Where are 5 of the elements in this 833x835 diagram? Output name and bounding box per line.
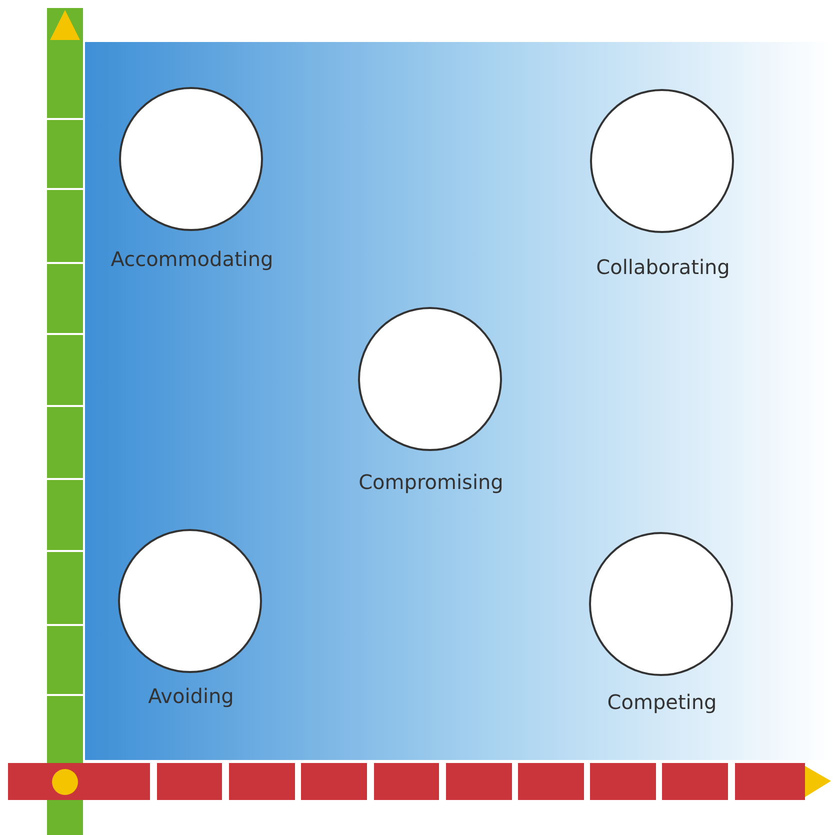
- mode-label: Accommodating: [110, 247, 274, 271]
- mode-label: Competing: [606, 690, 718, 714]
- mode-label: Compromising: [358, 470, 504, 494]
- mode-label: Avoiding: [147, 684, 235, 708]
- mode-label: Collaborating: [595, 255, 731, 279]
